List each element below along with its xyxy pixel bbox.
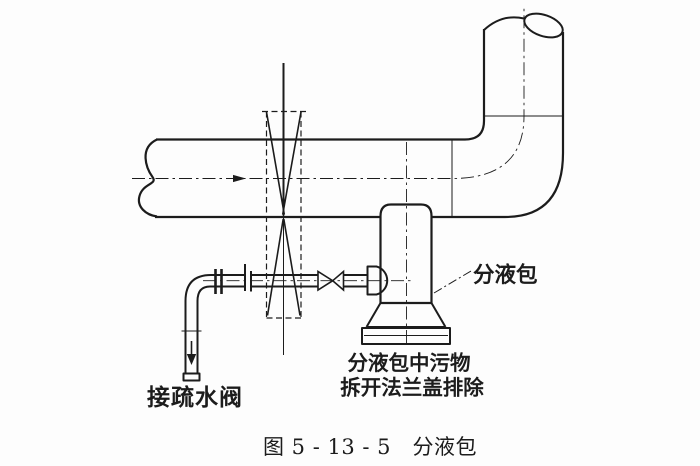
pocket-label: 分液包 xyxy=(473,262,538,288)
main-pipe xyxy=(137,29,565,219)
valve-lower-cone-left xyxy=(266,218,284,316)
pipe-break-squiggle xyxy=(137,138,158,218)
figure-caption: 图 5 - 13 - 5 分液包 xyxy=(263,435,477,459)
pocket-label-leader xyxy=(433,270,472,294)
riser-end-cap-arc xyxy=(483,16,525,31)
drain-drop-leg xyxy=(181,274,212,382)
phantom-vertical-valve xyxy=(262,63,306,355)
valve-upper-cone-left xyxy=(265,111,286,215)
separator-pocket xyxy=(361,203,472,345)
drain-nozzle-cap xyxy=(366,265,389,296)
pocket-note-line2: 拆开法兰盖排除 xyxy=(340,376,484,400)
valve-lower-cone-right xyxy=(283,218,301,316)
annotations: 分液包 分液包中污物 拆开法兰盖排除 接疏水阀 图 5 - 13 - 5 分液包 xyxy=(147,262,538,459)
drain-elbow-outer xyxy=(184,274,212,374)
drain-valve-right-triangle xyxy=(331,269,345,292)
down-arrow-icon xyxy=(186,354,197,365)
valve-upper-cone-right xyxy=(281,111,302,215)
main-pipe-top-and-riser-left xyxy=(156,29,486,141)
riser-end-opening-ellipse xyxy=(523,12,564,39)
drain-valve-left-triangle xyxy=(317,270,335,292)
riser-open-end xyxy=(483,12,564,39)
drain-elbow-inner xyxy=(196,285,211,374)
drain-line xyxy=(210,264,368,294)
centerlines xyxy=(132,7,525,346)
trap-label: 接疏水阀 xyxy=(147,384,243,411)
drain-end-cap xyxy=(182,372,201,382)
pocket-note-line1: 分液包中污物 xyxy=(348,351,471,375)
pocket-flange-plate xyxy=(361,327,451,345)
pocket-body xyxy=(379,203,433,305)
flow-arrow-icon xyxy=(233,174,246,183)
pocket-skirt xyxy=(365,302,447,328)
main-pipe-centerline xyxy=(132,7,525,179)
main-pipe-bottom-right-and-elbow xyxy=(431,32,565,219)
